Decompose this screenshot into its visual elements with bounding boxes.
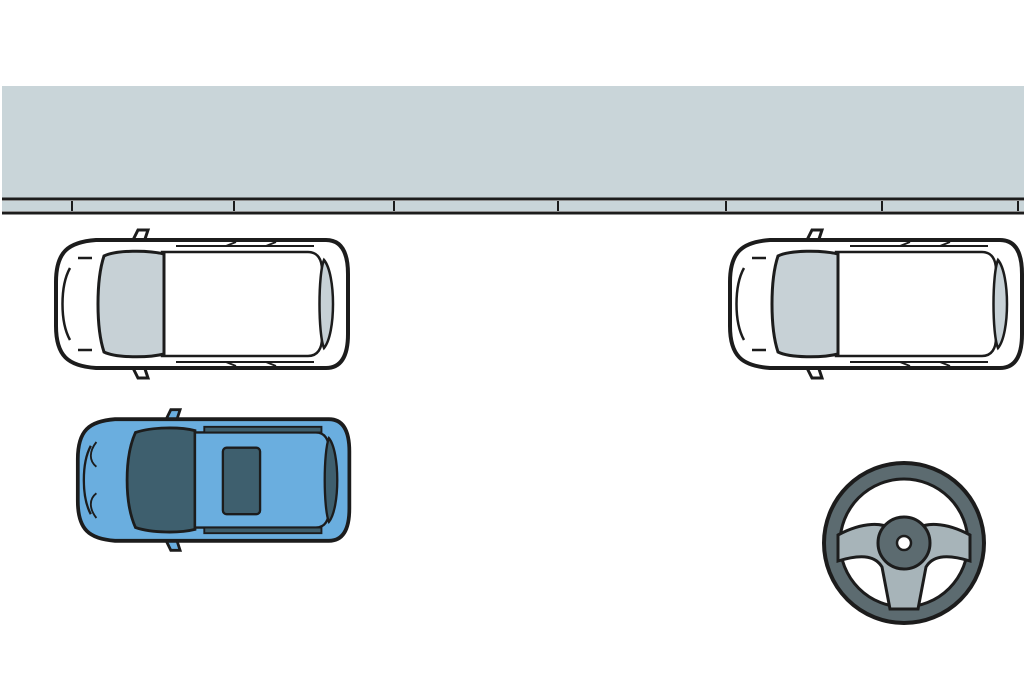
ego-car	[78, 410, 350, 551]
sidewalk	[2, 86, 1024, 198]
steering-wheel-icon	[824, 463, 984, 623]
curb-stones	[2, 201, 1024, 211]
parked-car-rear	[730, 230, 1022, 378]
parked-car-front	[56, 230, 348, 378]
